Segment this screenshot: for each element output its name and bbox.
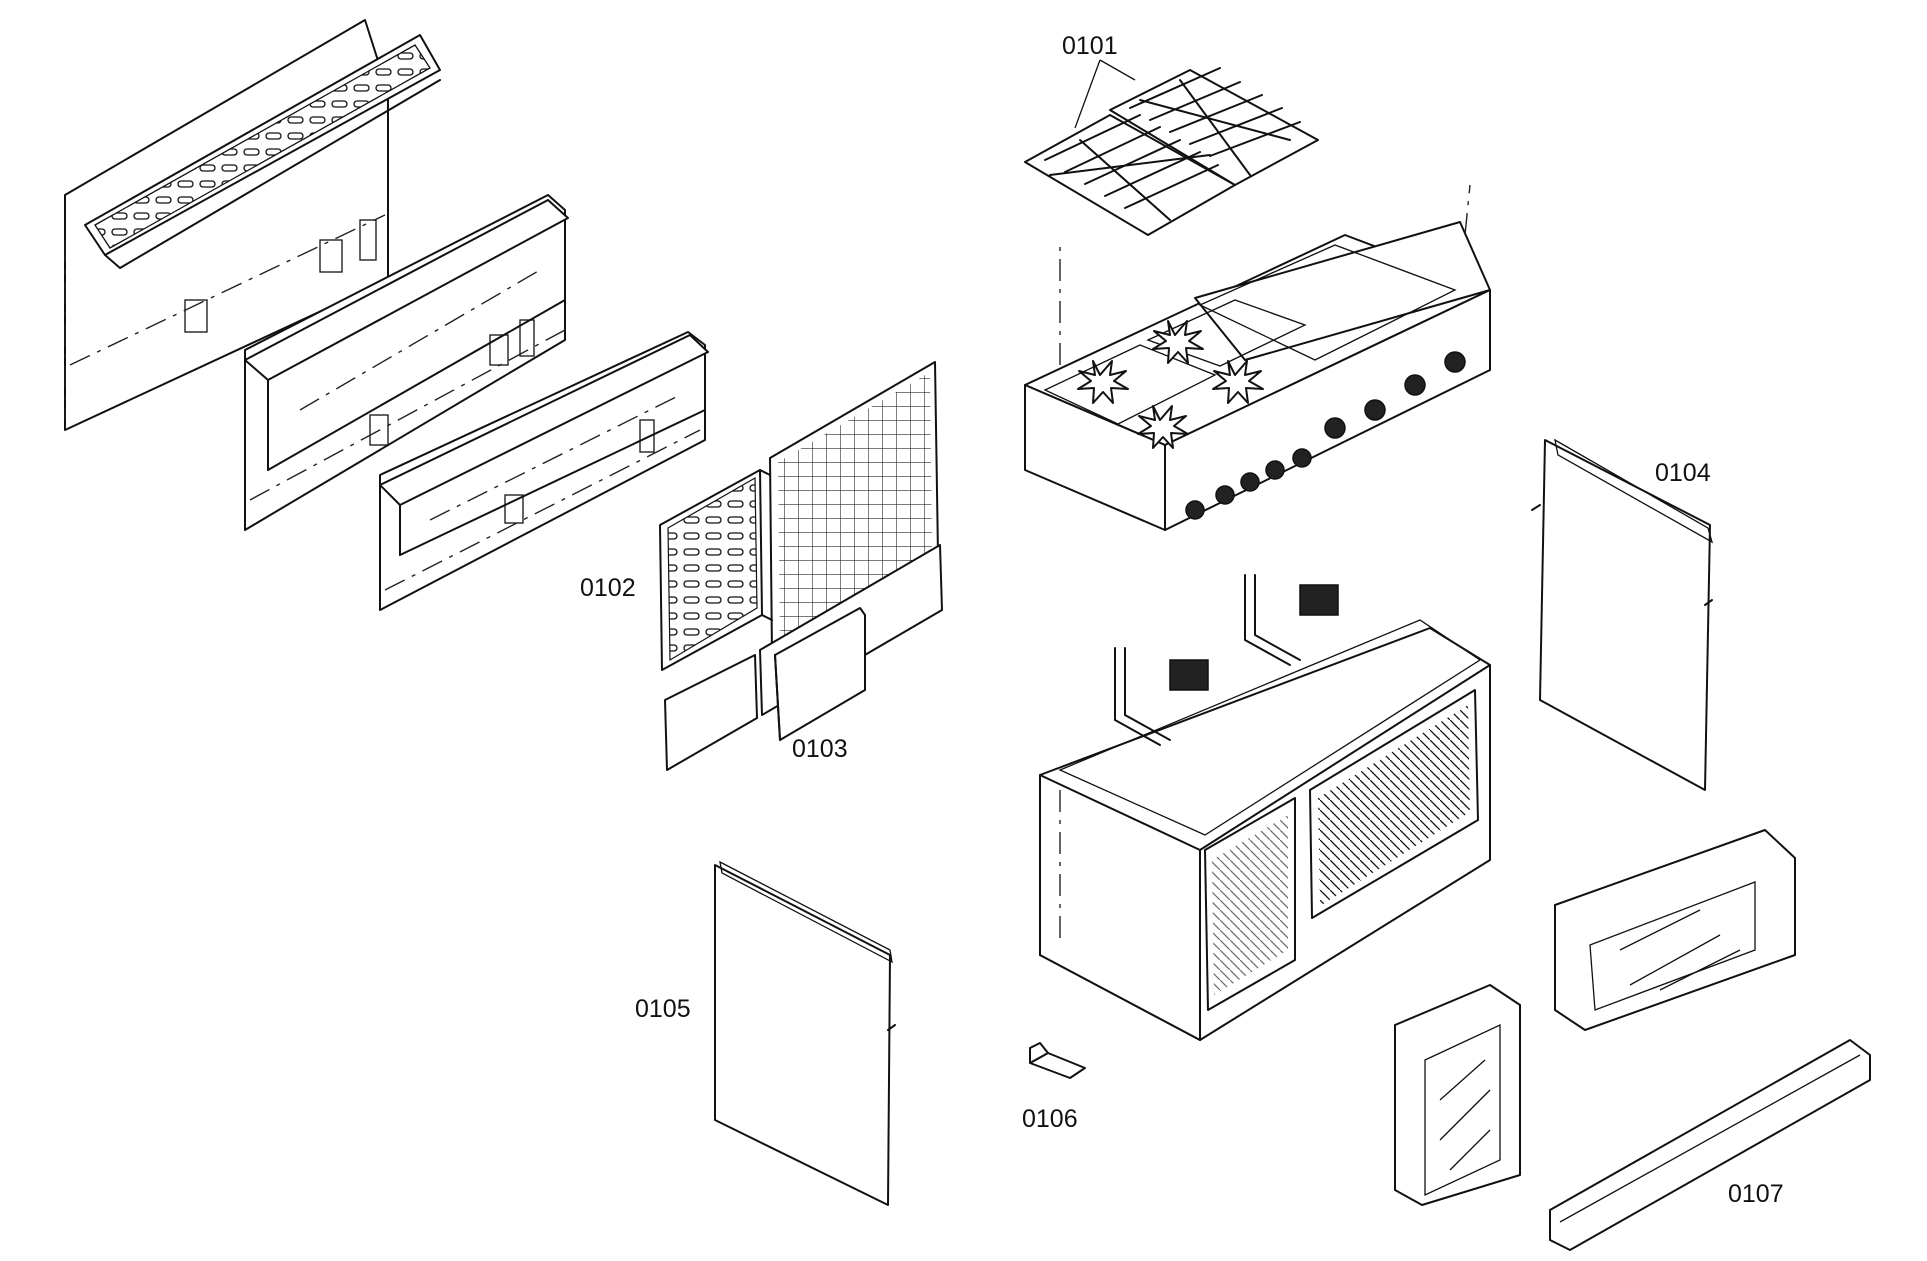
cooktop-assembly bbox=[1024, 184, 1491, 531]
oven-body bbox=[1039, 574, 1491, 1041]
label-0102: 0102 bbox=[580, 574, 636, 602]
backguard-low-shelf bbox=[379, 331, 709, 611]
lower-rear-panel-assembly bbox=[664, 544, 943, 771]
right-side-panel bbox=[1531, 438, 1714, 791]
label-0106: 0106 bbox=[1022, 1105, 1078, 1133]
left-side-panel bbox=[714, 860, 896, 1206]
callout-labels: 0101 0102 0103 0104 0105 0106 0107 bbox=[580, 32, 1784, 1208]
burner-caps bbox=[1077, 320, 1264, 449]
label-0105: 0105 bbox=[635, 995, 691, 1023]
backguard-mid-shelf bbox=[244, 194, 569, 531]
rear-vent-panel-assembly bbox=[659, 361, 939, 671]
oven-vent-tubes bbox=[1114, 574, 1301, 746]
label-0101: 0101 bbox=[1062, 32, 1118, 60]
small-bracket bbox=[1029, 1042, 1086, 1079]
burner-grates bbox=[1024, 59, 1319, 236]
label-0107: 0107 bbox=[1728, 1180, 1784, 1208]
control-knobs bbox=[1185, 351, 1466, 520]
label-0104: 0104 bbox=[1655, 459, 1711, 487]
oven-doors-and-kickplate bbox=[1394, 829, 1871, 1251]
label-0103: 0103 bbox=[792, 735, 848, 763]
igniter-modules bbox=[1169, 584, 1339, 691]
backguard-high-shelf bbox=[64, 19, 441, 431]
